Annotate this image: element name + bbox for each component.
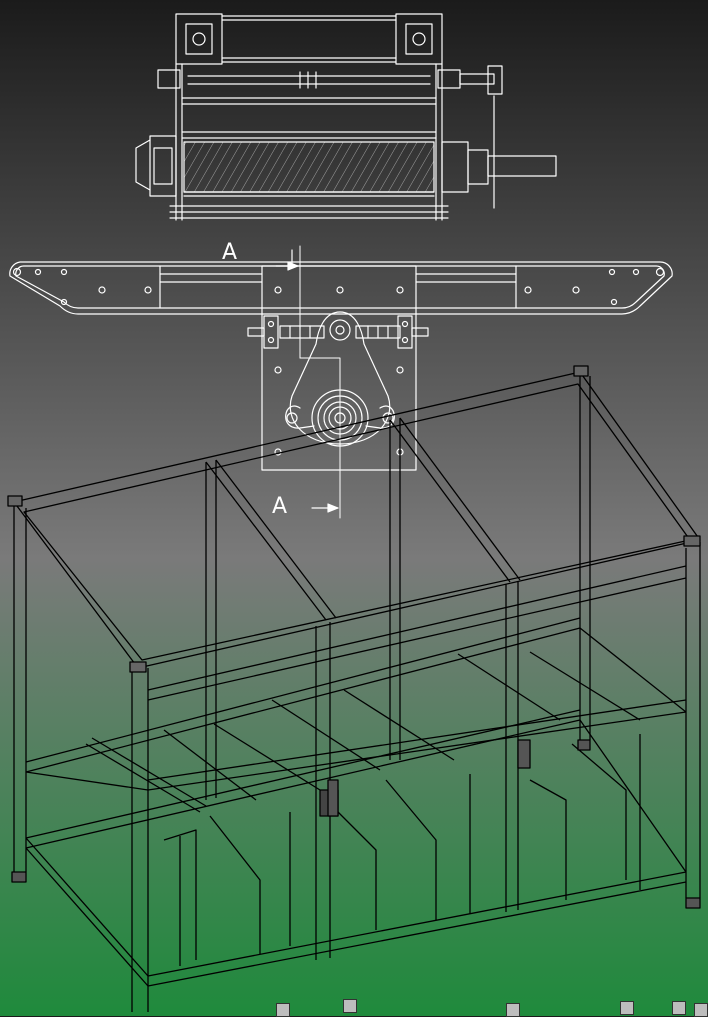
drive-mount-plate [261,265,417,471]
foot-front-right [685,897,701,909]
left-extrusion-profile [175,13,223,65]
front-latch-right [517,739,531,769]
conveyor-belt-outline [9,261,673,315]
drive-shaft [487,155,557,177]
left-tensioner-bracket [263,315,279,349]
pulley-right [655,267,665,277]
front-top-rail [147,565,687,691]
top-cross-beam-1 [205,461,327,621]
section-label-top: A [222,240,237,265]
top-cross-beam-2 [389,419,511,583]
front-middle-rail [147,699,687,781]
right-bearing-housing [437,69,461,89]
frame-top-outline [13,371,701,669]
front-bottom-rail [147,871,687,977]
left-tension-screw [279,325,325,339]
foot-back-left [11,871,27,883]
corner-tile-3 [506,1003,520,1017]
left-bearing-housing [157,69,181,89]
frame-isometric-view [7,365,701,1012]
corner-tile-4 [620,1001,634,1015]
corner-tile-1 [276,1003,290,1017]
corner-tile-5 [672,1001,686,1015]
section-label-bottom: A [272,494,287,519]
roller-section-view [135,13,557,221]
corner-tile-6 [694,1003,708,1017]
drive-roller-hatched [183,141,435,193]
pulley-left [12,267,22,277]
corner-tile-2 [343,999,357,1013]
conveyor-side-view [9,245,673,519]
right-extrusion-profile [395,13,443,65]
